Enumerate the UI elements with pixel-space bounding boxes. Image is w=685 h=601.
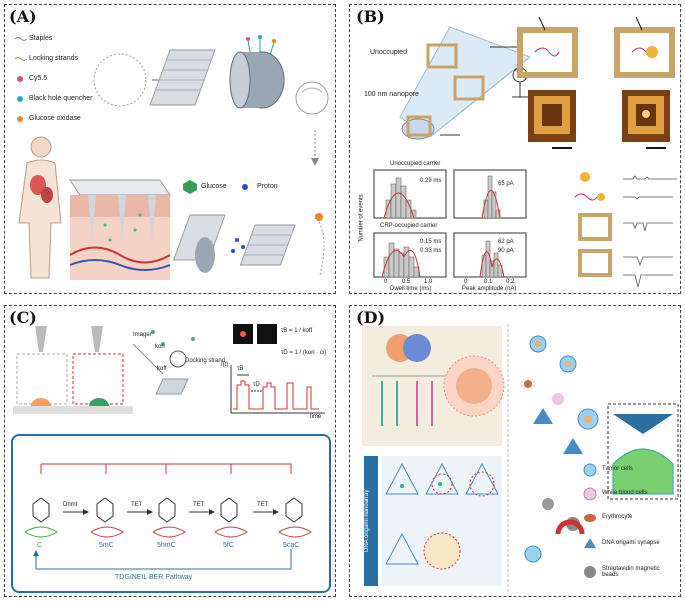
amp-val-bottom-1: 62 pA	[498, 239, 514, 245]
panel-b-label: (B)	[356, 7, 385, 26]
afm-image-occupied	[622, 90, 670, 149]
tick-right-2: 0.2	[506, 279, 515, 285]
tau-d-label: τD	[253, 382, 260, 388]
hist-title-unoccupied: Unoccupied carrier	[390, 161, 441, 167]
legend-d-wbc: White blood cells	[602, 490, 648, 496]
step-tet-3: TET	[257, 502, 269, 508]
step-tet-2: TET	[193, 502, 205, 508]
legend-a-icons	[14, 37, 28, 122]
imager-label: Imager	[133, 332, 152, 338]
origami-release-illustration	[172, 213, 325, 276]
eq-tau-d: τD = 1 / (kon · ci)	[281, 350, 327, 356]
legend-d-synapse: DNA origami synapse	[602, 540, 660, 546]
ber-pathway-label: TDG/NEIL BER Pathway	[115, 574, 193, 581]
nanopore-cone-illustration	[399, 26, 531, 140]
afm-image-unoccupied	[528, 90, 576, 149]
cell-capture-scene	[507, 324, 679, 594]
skin-patch-illustration	[69, 179, 171, 280]
unoccupied-label: Unoccupied	[370, 49, 407, 56]
base-5hmc: 5hmC	[157, 542, 176, 549]
panel-b: (B) A Unoccupied 100 nm nanopore	[349, 4, 681, 294]
legend-d-icons	[583, 463, 597, 578]
legend-d-tumor: Tumor cells	[602, 466, 633, 472]
synapse-illustration	[362, 326, 505, 446]
nanopore-label: 100 nm nanopore	[364, 91, 419, 98]
hist-dwell-top	[373, 169, 447, 219]
step-dnmt: Dnmt	[63, 502, 78, 508]
trace-y-axis: I(t)	[221, 362, 229, 368]
pathway-arrows	[24, 463, 312, 570]
dwell-val-bottom-1: 0.15 ms	[420, 239, 442, 245]
xlabel-amp: Peak amplitude (nA)	[462, 286, 517, 292]
base-5fc: 5fC	[223, 542, 234, 549]
legend-d-erythrocyte: Erythrocyte	[602, 514, 633, 520]
panel-d-label: (D)	[356, 308, 386, 327]
legend-a-locking: Locking strands	[29, 55, 79, 62]
tau-b-label: τB	[237, 366, 244, 372]
xlabel-dwell: Dwell time (ms)	[390, 286, 432, 292]
docking-label: Docking strand	[185, 358, 226, 364]
hist-dwell-bottom	[373, 232, 447, 278]
process-arrow-a	[311, 130, 319, 166]
hist-title-occupied: CRP-occupied carrier	[380, 223, 438, 229]
panel-a-label: (A)	[9, 7, 37, 26]
panel-c-label: (C)	[9, 308, 37, 327]
trace-x-axis: time	[310, 414, 322, 420]
kon-label: kon	[155, 344, 165, 350]
tick-left-0: 0	[384, 279, 388, 285]
nanoarray-triangles	[382, 456, 502, 586]
step-tet-1: TET	[131, 502, 143, 508]
translocation-traces	[574, 172, 677, 288]
tick-left-2: 1.0	[424, 279, 433, 285]
hist-amp-top	[453, 169, 527, 219]
nanoarray-vertical-label: DNA origami nanoarray	[364, 456, 378, 586]
panel-a: (A) Staples Locking strands Cy5.5 Black …	[4, 4, 336, 294]
tick-right-1: 0.1	[484, 279, 493, 285]
panel-c: (C) Imager Docking strand kon koff τB = …	[4, 305, 336, 597]
dna-paint-microscopy-thumbs	[233, 324, 277, 344]
legend-a-cy55: Cy5.5	[29, 75, 48, 82]
dwell-val-top: 0.29 ms	[420, 178, 442, 184]
intensity-trace	[230, 365, 325, 414]
base-5mc: 5mC	[99, 542, 114, 549]
human-body-illustration	[18, 136, 62, 279]
dwell-val-bottom-2: 0.33 ms	[420, 248, 442, 254]
glucose-label: Glucose	[201, 183, 227, 190]
methylation-pathway-box	[11, 434, 331, 593]
hist-ylabel: Number of events	[358, 194, 365, 242]
koff-label: koff	[157, 366, 167, 372]
base-5cac: 5caC	[283, 542, 300, 549]
tick-right-0: 0	[464, 279, 468, 285]
proton-icon	[242, 184, 248, 190]
amp-val-bottom-2: 90 pA	[498, 248, 514, 254]
legend-a-gox: Glucose oxidase	[29, 115, 81, 122]
hist-amp-bottom	[453, 232, 527, 278]
carrier-schematic-occupied	[614, 16, 675, 78]
origami-assembly-illustration	[93, 35, 329, 115]
legend-a-staples: Staples	[29, 35, 53, 42]
panel-d: (D) DNA origami nanoarray	[349, 305, 681, 597]
proton-label: Proton	[257, 183, 278, 190]
carrier-schematic-unoccupied	[517, 16, 578, 78]
eq-tau-b: τB = 1 / koff	[281, 328, 313, 334]
legend-d-beads: Streptavidin magnetic beads	[602, 566, 660, 578]
amp-val-top: 65 pA	[498, 181, 514, 187]
dna-paint-schematic	[13, 326, 195, 414]
glucose-icon	[183, 180, 197, 194]
tick-left-1: 0.5	[402, 279, 411, 285]
legend-a-quencher: Black hole quencher	[29, 95, 93, 102]
base-c: C	[37, 542, 43, 549]
